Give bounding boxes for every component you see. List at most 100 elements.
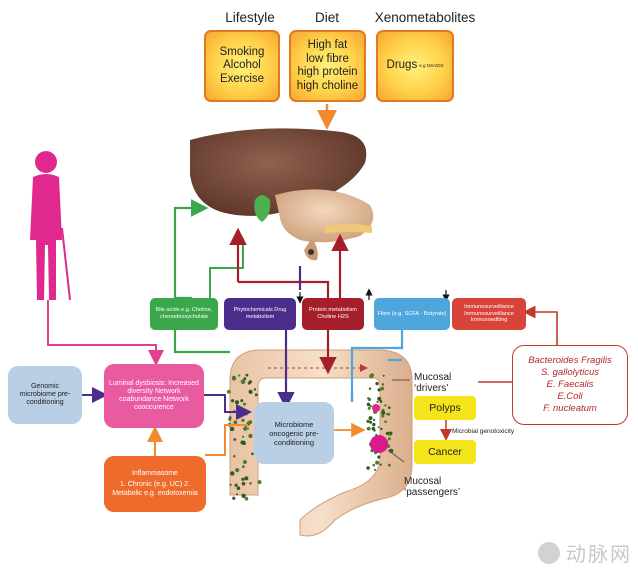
bile-to-liver-line [173,199,209,300]
lifestyle-item: Alcohol [223,59,261,72]
person-to-luminal-arrow [47,300,164,366]
mucosal-bacteria-dots [226,373,394,501]
bacteria-dot [236,486,241,491]
bacteria-dot [382,374,385,377]
bacteria-dot [253,388,257,391]
watermark-logo-icon [538,541,560,564]
luminal-to-center-arrow [204,394,252,420]
bacteria-dot [366,426,371,431]
header-lifestyle: Lifestyle [225,10,275,25]
inflam-to-center-arrow [205,424,248,456]
bacteria-dot [375,460,380,465]
header-xenometabolites: Xenometabolites [374,10,476,25]
bacteria-dot [238,415,242,418]
bacteria-dot [372,463,376,467]
bacteria-dot [366,419,370,423]
fibre-line [350,330,404,402]
bacteria-dot [235,468,240,473]
bacteria-dot [251,452,254,456]
bacteria-dot [377,455,381,459]
bacteria-dot [241,477,245,481]
bacteria-dot [377,426,380,429]
bacteria-dot [387,463,391,467]
bacteria-dot [248,420,253,425]
immunosurveillance-box: Immunosurveillance Immunosurveillance Im… [452,298,526,330]
bacteria-item: S. gallolyticus [540,367,600,378]
bacteria-dot [233,420,238,425]
bacteria-dot [385,431,390,436]
bacteria-dot [381,410,386,415]
bacteria-dot [375,381,379,386]
bacteria-dot [243,377,247,381]
protein-metabolism-box: Protein metabolism Choline H2S [302,298,364,330]
bacteria-dot [367,406,371,410]
bacteria-dot [254,393,258,397]
bacteria-dot [246,427,249,430]
microbiome-preconditioning-box: Microbiome oncogenic pre-conditioning [254,402,334,464]
bacteria-dot [380,427,383,431]
bacteria-dot [241,418,245,422]
bacteria-dot [242,460,247,464]
cancer-box: Cancer [414,440,476,464]
bacteria-dot [229,426,235,432]
header-diet: Diet [314,10,339,25]
bacteria-dot [228,417,232,421]
diet-box: High fat low fibre high protein high cho… [289,30,366,102]
drugs-sublabel: e.g NSAIDS [419,63,444,69]
bacteria-dot [248,389,253,394]
bacteria-dot [243,426,248,431]
bacteria-dot [369,420,373,424]
bacteria-dot [366,402,371,407]
genomic-preconditioning-box: Genomic microbiome pre-conditioning [8,366,82,424]
bacteria-dot [372,422,376,427]
bacteria-dot [368,416,373,421]
person-figure [30,151,71,301]
bacteria-dot [368,387,372,390]
bacteria-dot [230,471,235,476]
watermark-label: 动脉网 [566,544,632,566]
bacteria-item: Bacteroides Fragilis [528,355,612,366]
luminal-dysbiosis-box: Luminal dysbiosis: Increased diversity N… [104,364,204,428]
bacteria-dot [377,388,381,392]
bacteria-dot [229,483,232,486]
bacteria-dot [389,431,393,435]
bacteria-dot [241,481,246,486]
bacteria-dot [241,465,245,468]
polyps-box: Polyps [414,396,476,420]
bacteria-dot [371,426,376,431]
bacteria-dot [384,420,387,424]
bacteria-dot [369,374,374,379]
bacteria-dot [238,374,241,377]
bacteria-dot [374,468,377,471]
bacteria-dot [235,400,239,405]
bacteria-dot [248,433,253,439]
bacteria-dot [367,397,371,401]
bacteria-dot [376,401,379,403]
bacteria-box: Bacteroides Fragilis S. gallolyticus E. … [512,345,628,425]
bacteria-dot [384,404,387,407]
bacteria-to-immuno-arrow [522,305,558,345]
genotoxicity-label: Microbial genotoxicity [452,428,515,435]
watermark-text: 动脉网 [538,538,632,567]
colon-illustration [229,349,413,537]
lifestyle-item: Smoking [219,45,265,58]
polyp-tumor [370,435,388,453]
bacteria-dot [379,400,383,403]
drugs-box: Drugs e.g NSAIDS [376,30,454,102]
bacteria-dot [226,389,231,394]
liver-down-green-line [209,238,244,298]
fibre-line-right [350,358,402,402]
bacteria-dot [369,405,372,408]
bacteria-dot [245,373,249,377]
bacteria-dot [232,496,236,500]
bacteria-dot [240,399,244,403]
bacteria-dot [381,414,385,418]
bacteria-dot [257,480,262,485]
bacteria-dot [380,386,385,391]
bacteria-dot [381,383,384,386]
bacteria-dot [379,463,382,466]
diet-item: high protein [297,66,358,78]
bacteria-dot [243,402,246,406]
inflammasome-box: Inflammasome 1. Chronic (e.g. UC) 2. Met… [104,456,206,512]
